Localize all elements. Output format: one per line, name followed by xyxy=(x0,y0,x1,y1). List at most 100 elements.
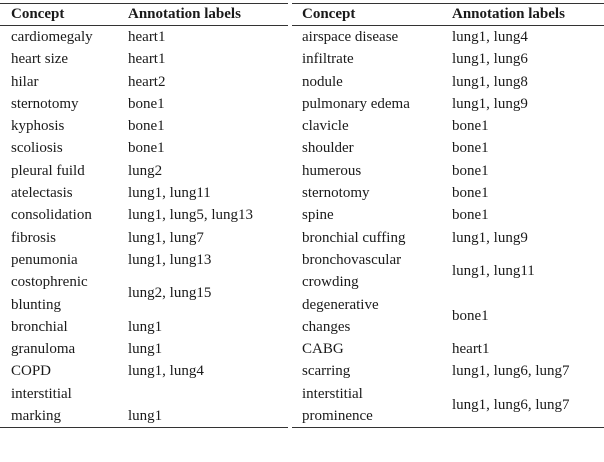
concept-cell: sternotomy xyxy=(11,95,79,112)
concept-cell: bronchial cuffing xyxy=(302,229,406,246)
annotation-labels-cell: lung1, lung11 xyxy=(128,185,211,202)
table-row: clavicle bone1 xyxy=(292,115,604,137)
concept-cell: hilar xyxy=(11,73,39,90)
table-row: sternotomy bone1 xyxy=(0,93,288,115)
header-row: Concept Annotation labels xyxy=(292,3,604,26)
table-row: CABG heart1 xyxy=(292,338,604,360)
table-row: pulmonary edema lung1, lung9 xyxy=(292,93,604,115)
table-row: COPD lung1, lung4 xyxy=(0,360,288,382)
concept-cell: interstitial prominence xyxy=(302,385,373,425)
annotation-labels-cell: lung1, lung11 xyxy=(452,263,535,280)
concept-cell: pleural fuild xyxy=(11,162,85,179)
annotation-labels-cell: heart2 xyxy=(128,73,166,90)
table-row: sternotomy bone1 xyxy=(292,182,604,204)
table-row: spine bone1 xyxy=(292,204,604,226)
table-row: granuloma lung1 xyxy=(0,338,288,360)
annotation-labels-cell: bone1 xyxy=(128,95,165,112)
concept-cell: nodule xyxy=(302,73,343,90)
annotation-labels-cell: lung1 xyxy=(128,341,163,358)
table-row: consolidation lung1, lung5, lung13 xyxy=(0,204,288,226)
annotation-labels-cell: lung1 xyxy=(128,318,163,335)
table-row: scoliosis bone1 xyxy=(0,137,288,159)
table-row: bronchial lung1 xyxy=(0,316,288,338)
table-row: pleural fuild lung2 xyxy=(0,160,288,182)
annotation-labels-cell: bone1 xyxy=(452,140,489,157)
annotation-labels-cell: lung1, lung7 xyxy=(128,229,204,246)
table-row: scarring lung1, lung6, lung7 xyxy=(292,360,604,382)
table-row: heart size heart1 xyxy=(0,48,288,70)
table-row: interstitial prominence lung1, lung6, lun… xyxy=(292,383,604,428)
annotation-labels-cell: lung1, lung4 xyxy=(452,29,528,45)
annotation-labels-cell: bone1 xyxy=(452,185,489,202)
annotation-labels-cell: lung1, lung4 xyxy=(128,363,204,380)
table-row: degenerative changes bone1 xyxy=(292,294,604,339)
table-row: penumonia lung1, lung13 xyxy=(0,249,288,271)
concept-cell: kyphosis xyxy=(11,118,65,135)
concept-cell: atelectasis xyxy=(11,185,73,202)
table-row: bronchovascular crowding lung1, lung11 xyxy=(292,249,604,294)
annotation-labels-cell: lung1, lung13 xyxy=(128,251,212,268)
table-row: kyphosis bone1 xyxy=(0,115,288,137)
concept-cell: degenerative changes xyxy=(302,296,379,335)
concept-cell: scarring xyxy=(302,363,351,380)
annotation-labels-cell: lung1, lung5, lung13 xyxy=(128,207,254,224)
header-annotation-labels: Annotation labels xyxy=(128,3,288,26)
annotation-labels-cell: heart1 xyxy=(128,29,166,45)
concept-cell: CABG xyxy=(302,341,344,358)
concept-cell: bronchovascular crowding xyxy=(302,251,402,291)
table-row: interstitial marking lung1 xyxy=(0,383,288,428)
concept-cell: costophrenic blunting xyxy=(11,274,88,313)
table-row: shoulder bone1 xyxy=(292,137,604,159)
concept-cell: COPD xyxy=(11,363,52,380)
header-concept: Concept xyxy=(292,3,452,26)
concept-table-left: Concept Annotation labels cardiomegaly he… xyxy=(0,3,288,429)
concept-cell: bronchial xyxy=(11,318,68,335)
annotation-labels-cell: bone1 xyxy=(452,118,489,135)
annotation-labels-cell: bone1 xyxy=(128,118,165,135)
concept-cell: shoulder xyxy=(302,140,354,157)
table-row: airspace disease lung1, lung4 xyxy=(292,26,604,49)
table-row: hilar heart2 xyxy=(0,71,288,93)
annotation-labels-cell: lung2, lung15 xyxy=(128,285,212,302)
annotation-labels-cell: bone1 xyxy=(452,307,489,324)
header-row: Concept Annotation labels xyxy=(0,3,288,26)
annotation-labels-cell: heart1 xyxy=(128,51,166,68)
concept-cell: spine xyxy=(302,207,334,224)
header-annotation-labels: Annotation labels xyxy=(452,3,604,26)
table-row: fibrosis lung1, lung7 xyxy=(0,227,288,249)
concept-cell: interstitial marking xyxy=(11,385,72,425)
concept-cell: heart size xyxy=(11,51,69,68)
concept-cell: fibrosis xyxy=(11,229,56,246)
annotation-labels-cell: bone1 xyxy=(452,207,489,224)
annotation-labels-cell: lung1, lung6 xyxy=(452,51,528,68)
concept-cell: pulmonary edema xyxy=(302,95,410,112)
concept-table-right: Concept Annotation labels airspace disea… xyxy=(292,3,604,429)
concept-cell: infiltrate xyxy=(302,51,354,68)
annotation-labels-cell: lung1, lung6, lung7 xyxy=(452,363,570,380)
concept-cell: humerous xyxy=(302,162,362,179)
annotation-labels-cell: lung2 xyxy=(128,162,163,179)
annotation-labels-cell: lung1, lung9 xyxy=(452,229,528,246)
annotation-labels-cell: lung1, lung9 xyxy=(452,95,528,112)
concept-cell: penumonia xyxy=(11,251,78,268)
table-row: humerous bone1 xyxy=(292,160,604,182)
annotation-labels-cell: heart1 xyxy=(452,341,490,358)
annotation-labels-cell: lung1, lung8 xyxy=(452,73,528,90)
annotation-labels-cell: lung1, lung6, lung7 xyxy=(452,396,570,413)
concept-cell: granuloma xyxy=(11,341,76,358)
table-row: atelectasis lung1, lung11 xyxy=(0,182,288,204)
table-row: cardiomegaly heart1 xyxy=(0,26,288,49)
table-row: nodule lung1, lung8 xyxy=(292,71,604,93)
concept-cell: scoliosis xyxy=(11,140,63,157)
table-row: infiltrate lung1, lung6 xyxy=(292,48,604,70)
concept-cell: airspace disease xyxy=(302,29,399,45)
concept-cell: cardiomegaly xyxy=(11,29,93,45)
concept-cell: sternotomy xyxy=(302,185,370,202)
annotation-labels-cell: lung1 xyxy=(128,408,163,425)
annotation-labels-cell: bone1 xyxy=(452,162,489,179)
table-row: bronchial cuffing lung1, lung9 xyxy=(292,227,604,249)
header-concept: Concept xyxy=(0,3,128,26)
annotation-labels-cell: bone1 xyxy=(128,140,165,157)
concept-cell: clavicle xyxy=(302,118,349,135)
concept-cell: consolidation xyxy=(11,207,92,224)
